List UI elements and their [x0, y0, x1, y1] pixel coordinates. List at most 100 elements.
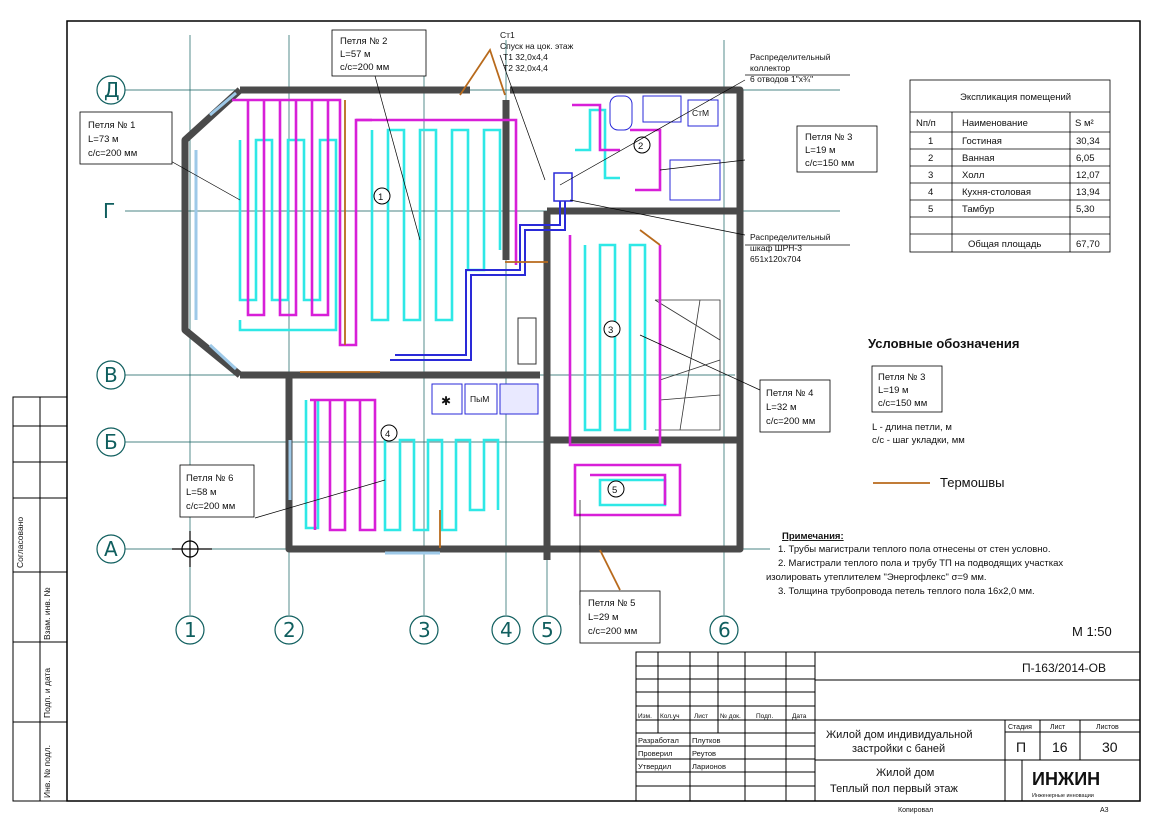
loop2-step: с/с=200 мм — [340, 62, 389, 73]
notes-line-2: 2. Магистрали теплого пола и трубу ТП на… — [778, 558, 1063, 569]
collector-cabinet — [553, 172, 573, 202]
explication-rows: 1 Гостиная 30,34 2 Ванная 6,05 3 Холл 12… — [928, 136, 1100, 250]
loop1-title: Петля № 1 — [88, 120, 135, 131]
axis-label-d: Д — [104, 78, 120, 102]
loop5-title: Петля № 5 — [588, 598, 635, 609]
sheet-title-2: Теплый пол первый этаж — [830, 783, 959, 795]
axis-label-3: 3 — [418, 618, 431, 642]
name-check: Реутов — [692, 749, 716, 758]
snow-icon: ✱ — [441, 394, 451, 408]
loop5-step: с/с=200 мм — [588, 626, 637, 637]
cabinet-line3: 651х120х704 — [750, 254, 801, 264]
side-stamp — [12, 396, 68, 802]
room-1: 1 — [378, 192, 383, 203]
name-dev: Плутков — [692, 736, 720, 745]
explication-h-name: Наименование — [962, 118, 1028, 129]
explication-title: Экспликация помещений — [960, 92, 1071, 103]
leader-lines — [159, 54, 850, 605]
collector-line2: коллектор — [750, 63, 790, 73]
project-line-1: Жилой дом индивидуальной — [826, 729, 973, 741]
loop-callout-frames — [79, 29, 878, 644]
axis-label-b: Б — [104, 430, 118, 454]
col-list: Лист — [694, 713, 708, 720]
sheet-value: 16 — [1052, 739, 1068, 755]
st1-line3: Т1 32,0х4,4 — [503, 52, 548, 62]
loop4-length: L=32 м — [766, 402, 797, 413]
row2-area: 6,05 — [1076, 153, 1095, 164]
notes-line-4: 3. Толщина трубопровода петель теплого п… — [778, 586, 1035, 597]
row1-area: 30,34 — [1076, 136, 1100, 147]
washer-label: СтМ — [692, 108, 709, 118]
stage-value: П — [1016, 739, 1026, 755]
loop2-title: Петля № 2 — [340, 36, 387, 47]
loop3-step: с/с=150 мм — [805, 158, 854, 169]
sheets-label: Листов — [1096, 724, 1119, 731]
loop2-length: L=57 м — [340, 49, 371, 60]
notes-line-3: изолировать утеплителем "Энергофлекс" σ=… — [766, 572, 987, 583]
row1-no: 1 — [928, 136, 933, 147]
legend-sample-2: L=19 м — [878, 385, 909, 396]
col-izm: Изм. — [638, 713, 652, 720]
row5-no: 5 — [928, 204, 933, 215]
format-label: А3 — [1100, 807, 1109, 814]
staircase — [654, 299, 721, 431]
side-stamp-inv: Инв. № подл. — [42, 745, 52, 798]
col-sign: Подп. — [756, 713, 773, 720]
loop1-step: с/с=200 мм — [88, 148, 137, 159]
total-label: Общая площадь — [968, 239, 1041, 250]
logo-subtitle: Инженерные инновации — [1032, 793, 1094, 799]
loop6-title: Петля № 6 — [186, 473, 233, 484]
role-approve: Утвердил — [638, 762, 671, 771]
explication-h-area: S м² — [1075, 118, 1094, 129]
cabinet-line1: Распределительный — [750, 232, 831, 242]
cabinet-line2: шкаф ШРН-3 — [750, 243, 802, 253]
fridge-label: ПыМ — [470, 394, 489, 404]
legend-sample-3: с/с=150 мм — [878, 398, 927, 409]
stage-label: Стадия — [1008, 724, 1032, 731]
room-5: 5 — [612, 485, 617, 496]
col-doc: № док. — [720, 713, 741, 720]
notes-title: Примечания: — [782, 531, 844, 542]
role-dev: Разработал — [638, 736, 679, 745]
side-stamp-replace: Взам. инв. № — [42, 587, 52, 640]
main-pipes — [390, 175, 566, 361]
side-stamp-agreed: Согласовано — [15, 517, 25, 568]
axis-label-4: 4 — [500, 618, 513, 642]
collector-line3: 6 отводов 1"х¾" — [750, 74, 813, 84]
collector-line1: Распределительный — [750, 52, 831, 62]
explication-table — [909, 79, 1111, 253]
legend-explain-1: L - длина петли, м — [872, 422, 952, 433]
row4-no: 4 — [928, 187, 933, 198]
kitchen-fixtures — [431, 317, 539, 415]
thermo-seams — [300, 47, 930, 591]
scale-label: М 1:50 — [1072, 624, 1112, 639]
loop5-length: L=29 м — [588, 612, 619, 623]
room-3: 3 — [608, 325, 613, 336]
side-stamp-sign: Подп. и дата — [42, 668, 52, 718]
axis-bubbles — [96, 75, 739, 645]
row3-name: Холл — [962, 170, 984, 181]
room-2: 2 — [638, 141, 643, 152]
walls — [181, 86, 744, 560]
name-approve: Ларионов — [692, 762, 726, 771]
axis-label-2: 2 — [283, 618, 296, 642]
legend-thermo: Термошвы — [940, 475, 1005, 490]
col-date: Дата — [792, 713, 807, 720]
legend-explain-2: с/с - шаг укладки, мм — [872, 435, 965, 446]
loop-magenta-living — [232, 98, 682, 532]
row4-name: Кухня-столовая — [962, 187, 1031, 198]
loop6-step: с/с=200 мм — [186, 501, 235, 512]
axis-label-6: 6 — [718, 618, 731, 642]
explication-h-no: Nп/п — [916, 118, 936, 129]
row3-no: 3 — [928, 170, 933, 181]
axis-label-v: В — [104, 363, 118, 387]
axis-label-1: 1 — [184, 618, 197, 642]
row2-no: 2 — [928, 153, 933, 164]
total-value: 67,70 — [1076, 239, 1100, 250]
legend-title: Условные обозначения — [868, 336, 1019, 351]
col-kol: Кол.уч — [660, 713, 680, 720]
loop4-title: Петля № 4 — [766, 388, 813, 399]
row5-name: Тамбур — [962, 204, 994, 215]
room-4: 4 — [385, 429, 390, 440]
legend-sample-1: Петля № 3 — [878, 372, 925, 383]
